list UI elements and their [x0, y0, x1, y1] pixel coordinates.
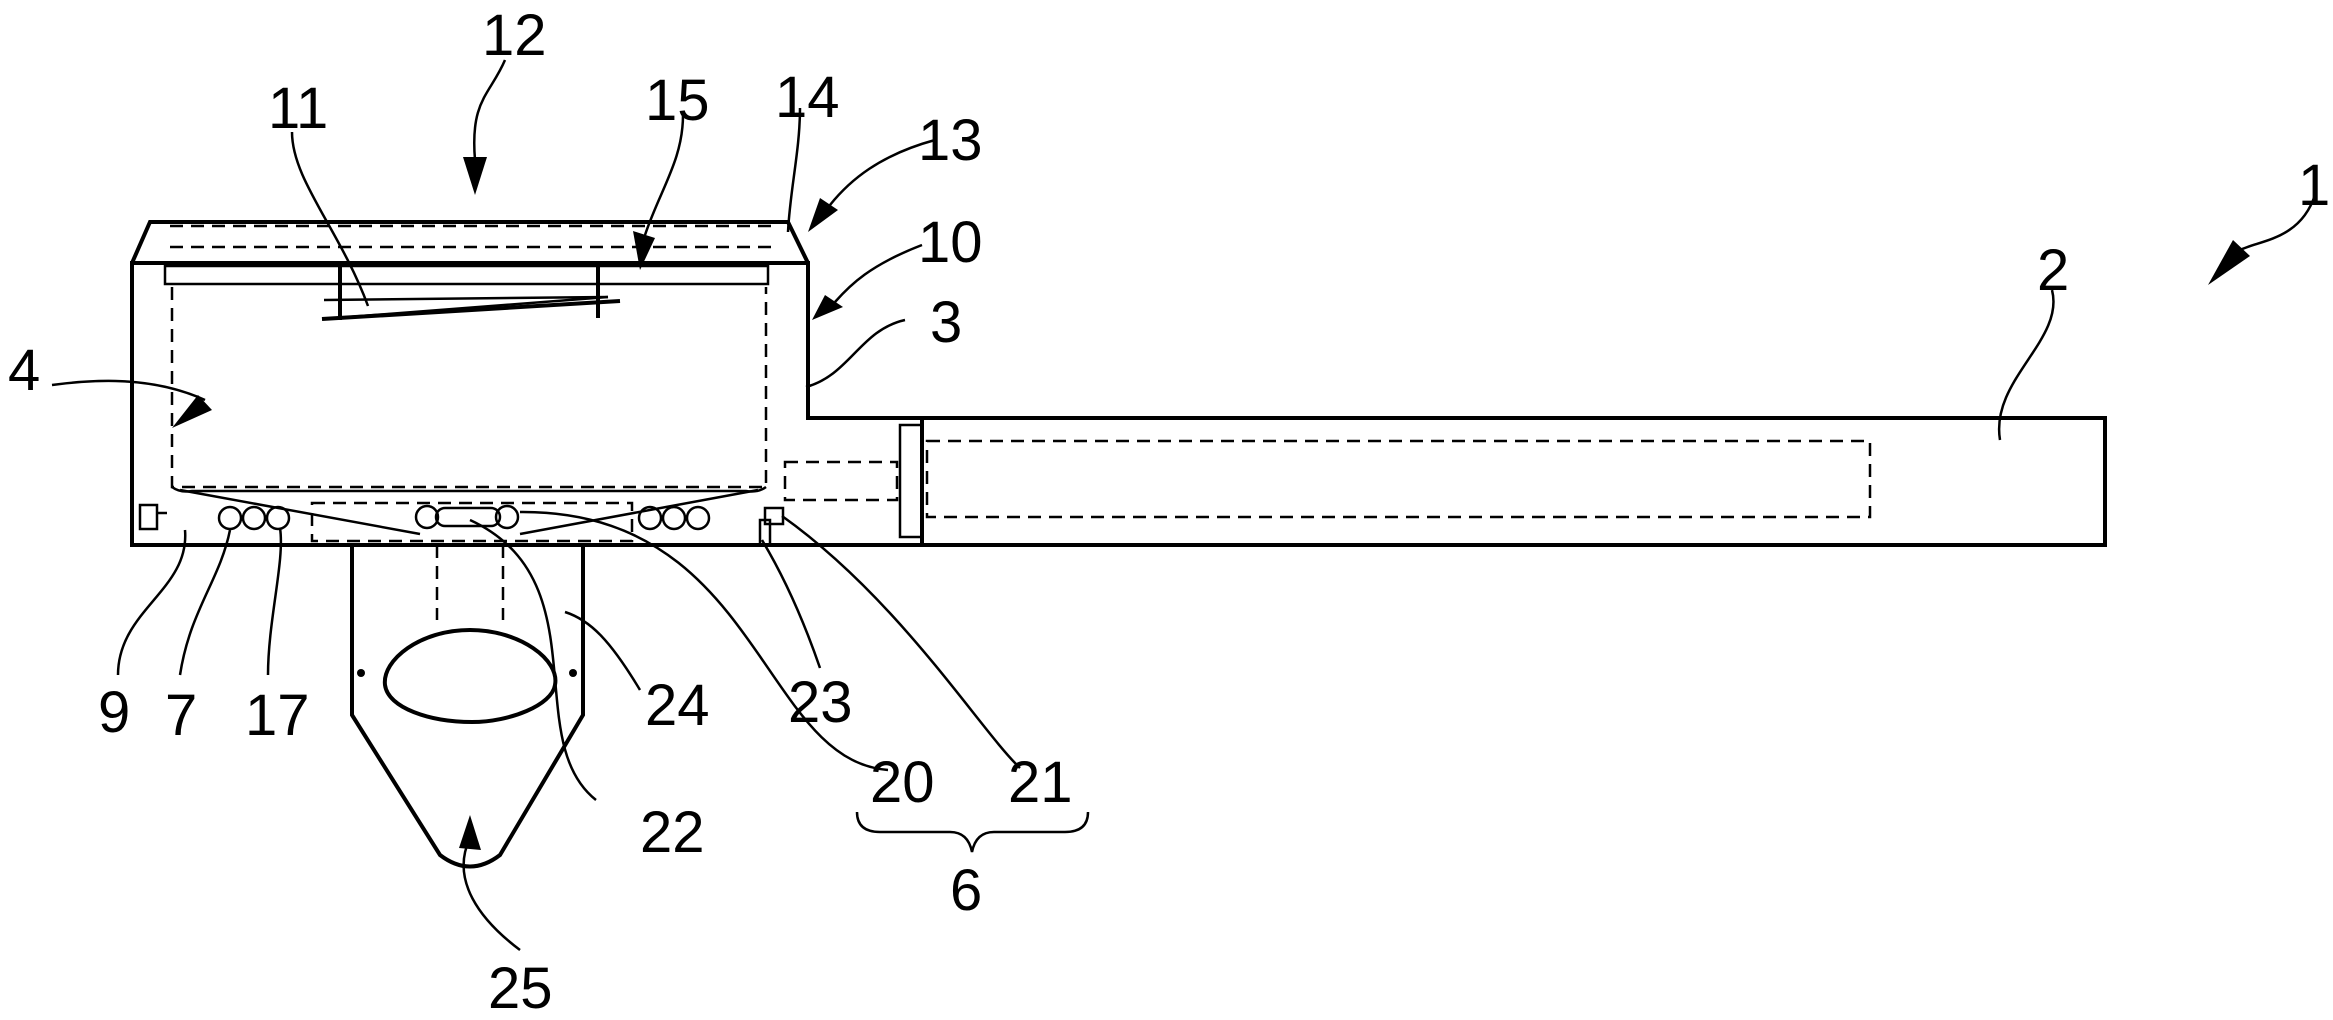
label-21: 21 [1008, 750, 1073, 815]
housing [132, 222, 922, 545]
label-3: 3 [930, 290, 962, 355]
label-15: 15 [645, 68, 710, 133]
label-17: 17 [245, 683, 310, 748]
label-12: 12 [482, 3, 547, 68]
label-10: 10 [918, 210, 983, 275]
handle [785, 418, 2105, 545]
label-4: 4 [8, 338, 40, 403]
label-11: 11 [268, 76, 328, 141]
reference-numerals: 12 11 15 14 13 10 3 4 1 2 9 7 17 24 23 2… [8, 3, 2330, 1020]
label-13: 13 [918, 108, 983, 173]
bottom-mechanism [140, 487, 783, 545]
label-2: 2 [2037, 238, 2069, 303]
label-14: 14 [775, 65, 840, 130]
stirring-blade [322, 267, 620, 320]
outlet-nozzle [352, 545, 583, 867]
label-20: 20 [870, 750, 935, 815]
label-1: 1 [2298, 153, 2330, 218]
label-25: 25 [488, 956, 553, 1020]
label-22: 22 [640, 800, 705, 865]
label-24: 24 [645, 673, 710, 738]
label-7: 7 [165, 683, 197, 748]
leader-lines [52, 60, 2315, 950]
label-6: 6 [950, 858, 982, 923]
label-9: 9 [98, 680, 130, 745]
label-23: 23 [788, 670, 853, 735]
